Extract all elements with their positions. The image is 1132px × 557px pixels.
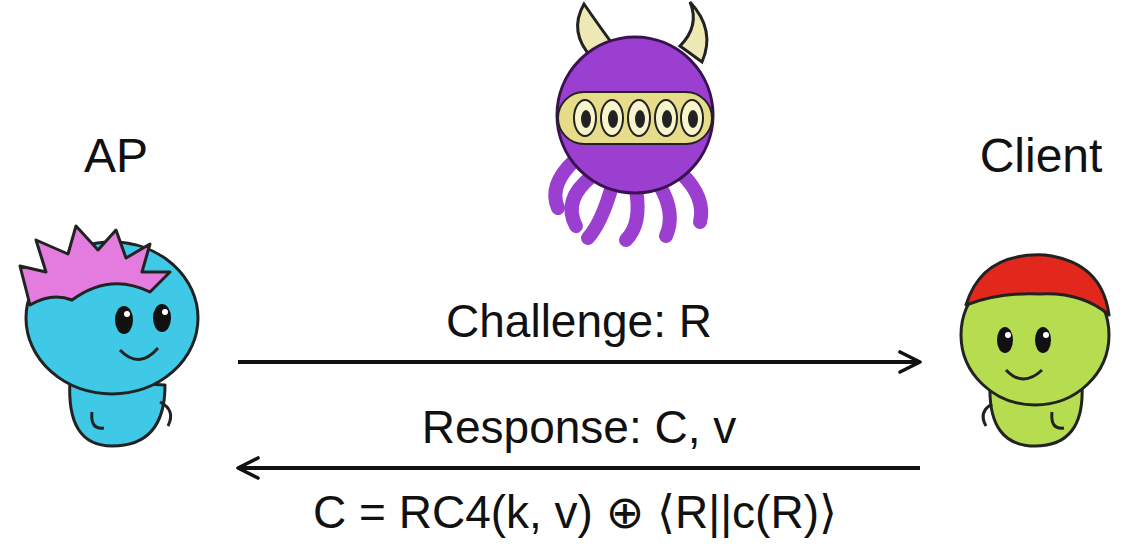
ap-character: [20, 226, 198, 446]
party-name: AP: [10, 128, 222, 183]
monster-pupil: [662, 110, 672, 128]
party-name: Client: [946, 128, 1132, 183]
party-node: AP: [10, 120, 238, 485]
monster-eye-band: [558, 92, 712, 144]
client-eye-shine: [1005, 332, 1011, 338]
ap-arm: [160, 402, 171, 426]
client-eye: [997, 327, 1013, 353]
message-arrow: [238, 466, 920, 470]
client-eye: [1035, 327, 1051, 353]
tentacle: [588, 186, 612, 238]
ap-hair: [20, 226, 170, 305]
ap-mouth: [120, 348, 158, 360]
monster-eye: [628, 100, 650, 136]
monster-pupil: [581, 110, 591, 128]
tentacle: [660, 186, 670, 236]
ap-eye: [153, 304, 171, 332]
message-label: Response: C, v: [416, 401, 742, 454]
client-arm: [983, 404, 992, 426]
formula-label: C = RC4(k, v) ⊕ ⟨R||c(R)⟩: [307, 486, 843, 539]
ap-hand: [92, 412, 104, 428]
tentacle: [682, 174, 701, 222]
party-node: Client: [920, 120, 1132, 485]
monster-body: [557, 37, 713, 193]
ap-eye-shine: [162, 309, 168, 315]
client-character: [961, 255, 1109, 446]
client-eye-shine: [1043, 332, 1049, 338]
monster-pupil: [608, 110, 618, 128]
client-hair: [966, 255, 1109, 315]
client-mouth: [1006, 370, 1042, 379]
message-label: Challenge: R: [440, 295, 718, 348]
ap-eye: [115, 306, 133, 334]
tentacle: [626, 190, 638, 240]
monster-eyes: [574, 100, 703, 136]
monster-eye: [601, 100, 623, 136]
monster-eye: [681, 100, 703, 136]
monster-eye: [574, 100, 596, 136]
message-arrow: [238, 360, 920, 364]
client-hand: [1052, 412, 1064, 428]
monster-pupil: [635, 110, 645, 128]
eavesdropper-monster: [555, 2, 713, 240]
monster-eye: [655, 100, 677, 136]
monster-pupil: [688, 110, 698, 128]
tentacle: [572, 176, 592, 226]
ap-eye-shine: [124, 311, 130, 317]
